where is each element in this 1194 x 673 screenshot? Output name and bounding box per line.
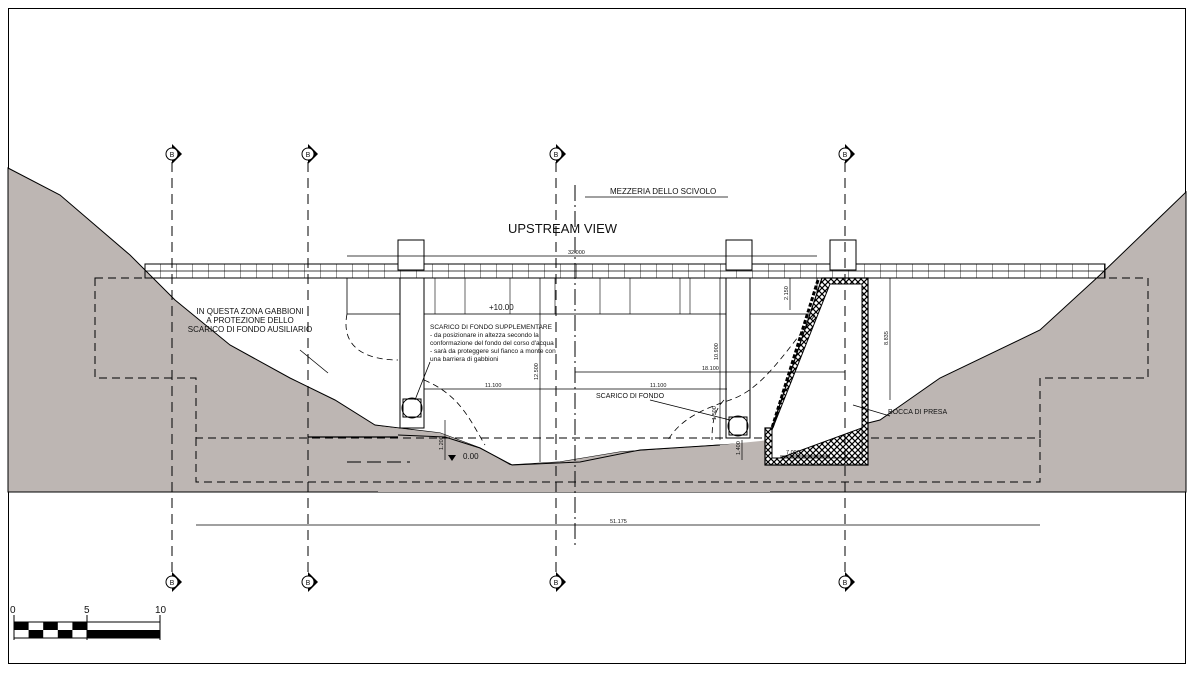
svg-text:8.835: 8.835 bbox=[884, 331, 890, 345]
section-marker-label: B bbox=[170, 152, 175, 159]
section-marker-label: B bbox=[843, 152, 848, 159]
section-marker-top-4: B bbox=[838, 144, 855, 164]
svg-text:12.500: 12.500 bbox=[534, 363, 540, 380]
gabion-note: IN QUESTA ZONA GABBIONI A PROTEZIONE DEL… bbox=[188, 307, 312, 334]
svg-text:una barriera di gabbioni: una barriera di gabbioni bbox=[430, 356, 498, 363]
section-marker-top-1: B bbox=[165, 144, 182, 164]
supplementary-outlet-note: SCARICO DI FONDO SUPPLEMENTARE - da posi… bbox=[430, 324, 556, 363]
svg-text:A PROTEZIONE DELLO: A PROTEZIONE DELLO bbox=[206, 316, 294, 325]
section-marker-label: B bbox=[306, 580, 311, 587]
section-marker-bottom-3: B bbox=[549, 572, 566, 592]
section-marker-label: B bbox=[306, 152, 311, 159]
section-marker-top-3: B bbox=[549, 144, 566, 164]
foundation-outline bbox=[94, 277, 1149, 439]
svg-text:conformazione del fondo del co: conformazione del fondo del corso d'acqu… bbox=[430, 340, 554, 347]
svg-text:IN QUESTA ZONA GABBIONI: IN QUESTA ZONA GABBIONI bbox=[197, 307, 304, 316]
gate-pier-left bbox=[397, 239, 425, 429]
svg-text:32.000: 32.000 bbox=[568, 250, 585, 256]
section-marker-top-2: B bbox=[301, 144, 318, 164]
section-marker-label: B bbox=[170, 580, 175, 587]
svg-text:10.900: 10.900 bbox=[714, 343, 720, 360]
svg-text:11.100: 11.100 bbox=[485, 383, 501, 389]
section-marker-bottom-1: B bbox=[165, 572, 182, 592]
bottom-outlet-label: SCARICO DI FONDO bbox=[596, 393, 665, 400]
section-marker-bottom-4: B bbox=[838, 572, 855, 592]
elevation-bottom: 0.00 bbox=[463, 452, 479, 461]
scale-tick-0: 0 bbox=[10, 605, 16, 616]
scale-tick-5: 5 bbox=[84, 605, 90, 616]
scale-tick-10: 10 bbox=[155, 605, 167, 616]
terrain-left bbox=[7, 167, 1187, 493]
svg-text:7.000: 7.000 bbox=[786, 450, 800, 456]
svg-text:51.175: 51.175 bbox=[610, 519, 627, 525]
drawing-title: UPSTREAM VIEW bbox=[508, 221, 618, 236]
svg-text:SCARICO DI FONDO SUPPLEMENTARE: SCARICO DI FONDO SUPPLEMENTARE bbox=[430, 324, 553, 331]
svg-text:1.200: 1.200 bbox=[439, 436, 445, 450]
svg-text:1.500: 1.500 bbox=[712, 406, 718, 420]
elevation-top: +10.00 bbox=[489, 303, 514, 312]
centerline-label: MEZZERIA DELLO SCIVOLO bbox=[610, 187, 716, 196]
svg-text:- da posizionare in altezza se: - da posizionare in altezza secondo la bbox=[430, 332, 539, 339]
intake-label: BOCCA DI PRESA bbox=[888, 409, 947, 416]
svg-text:2.150: 2.150 bbox=[784, 286, 790, 300]
dimension-labels: 32.000 11.100 11.100 18.100 12.500 10.90… bbox=[439, 250, 890, 525]
svg-text:11.100: 11.100 bbox=[650, 383, 666, 389]
svg-text:1.400: 1.400 bbox=[736, 441, 742, 455]
section-marker-label: B bbox=[843, 580, 848, 587]
svg-text:- sarà da proteggere sul fianc: - sarà da proteggere sul fianco a monte … bbox=[430, 348, 556, 355]
svg-text:SCARICO DI FONDO AUSILIARIO: SCARICO DI FONDO AUSILIARIO bbox=[188, 325, 312, 334]
dimension-lines bbox=[196, 255, 1040, 526]
gate-pier-center bbox=[725, 239, 753, 439]
section-marker-label: B bbox=[554, 580, 559, 587]
section-lines bbox=[171, 162, 846, 572]
section-marker-label: B bbox=[554, 152, 559, 159]
svg-text:18.100: 18.100 bbox=[702, 366, 719, 372]
riverbed bbox=[378, 426, 770, 492]
scale-bar: 0 5 10 bbox=[10, 605, 167, 640]
section-marker-bottom-2: B bbox=[301, 572, 318, 592]
